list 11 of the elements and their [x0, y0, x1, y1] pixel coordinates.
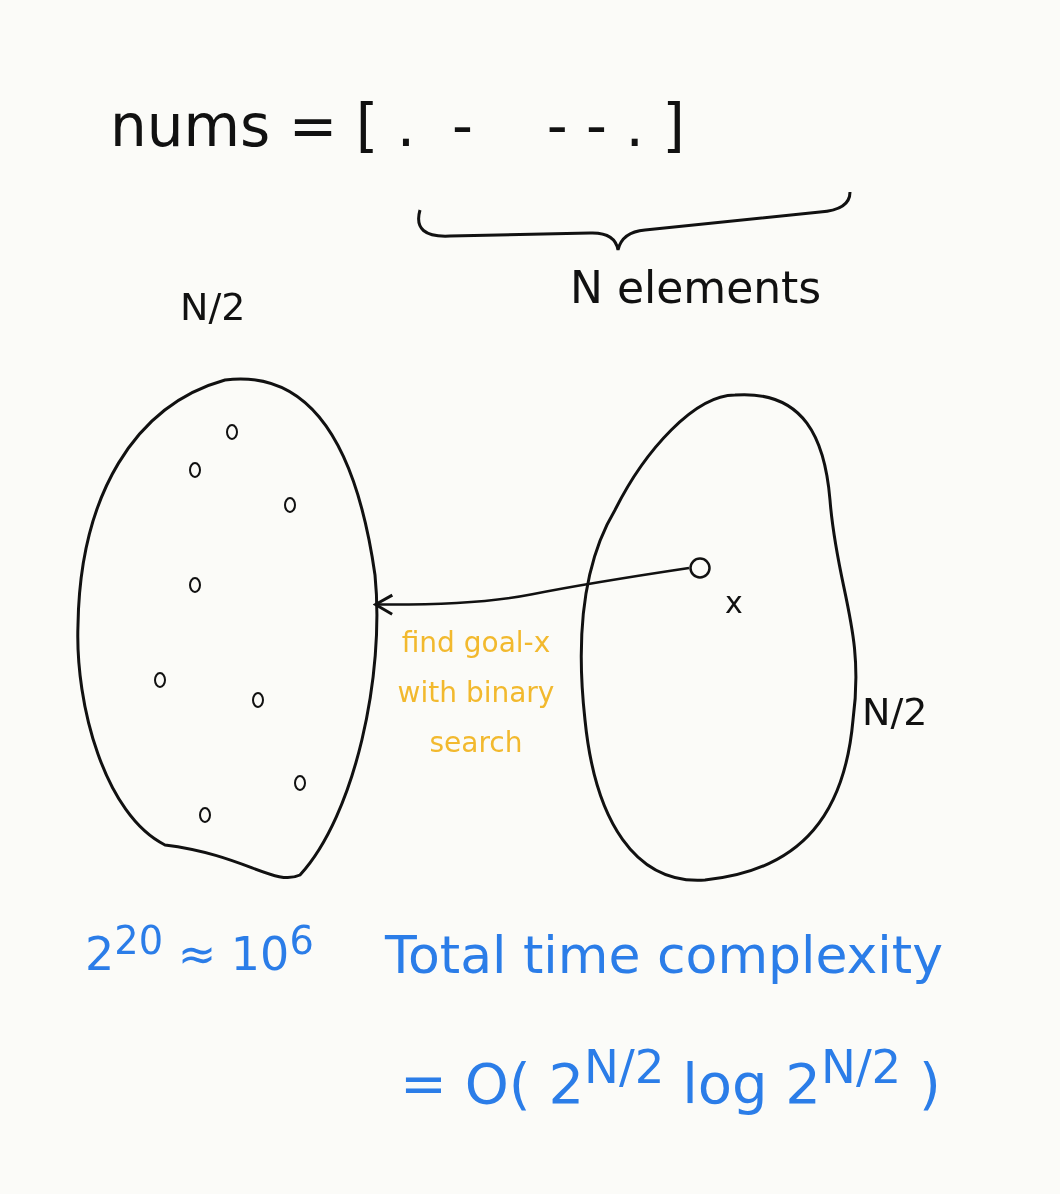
- size-label: N/2: [862, 690, 928, 734]
- point-circle: [689, 557, 711, 579]
- array-definition: nums = [ . - - - . ]: [110, 92, 685, 160]
- complexity-heading: Total time complexity: [385, 925, 943, 985]
- complexity-formula: = O( 2$^{N/2}$ log 2$^{N/2}$ ): [400, 1040, 941, 1116]
- brace-label: N elements: [570, 262, 822, 313]
- size-label: N/2: [180, 285, 246, 329]
- arrow: [373, 566, 690, 616]
- edge-label: find goal-x with binary search: [396, 625, 556, 761]
- variable-label: x: [725, 585, 743, 620]
- estimate-note: 2$^{20}$ ≈ 10$^{6}$: [85, 918, 314, 982]
